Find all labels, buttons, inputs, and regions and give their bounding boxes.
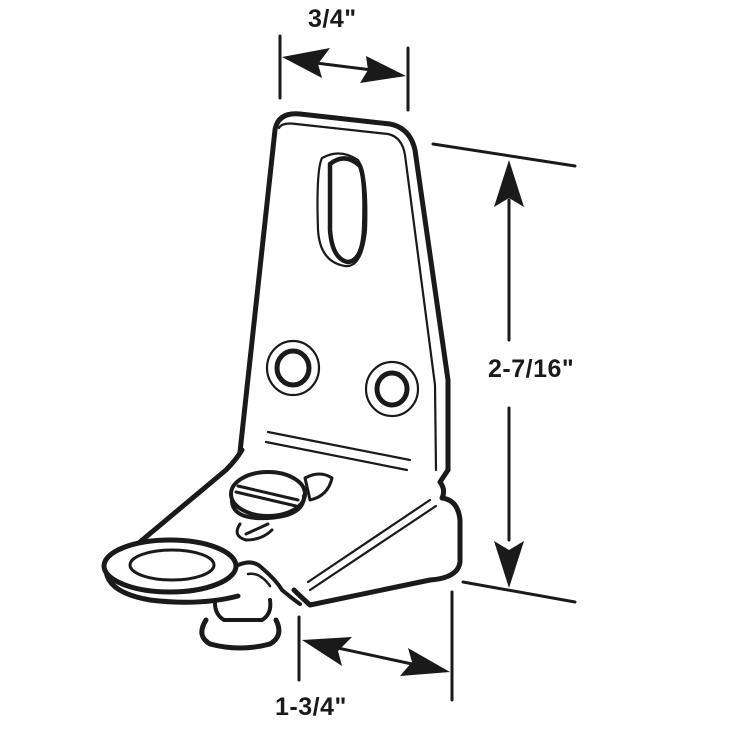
depth-dimension-label: 1-3/4": [275, 693, 347, 721]
width-dimension-label: 3/4": [308, 5, 357, 33]
oval-slot: [316, 152, 368, 268]
stud-post: [199, 598, 282, 651]
height-dimension-label: 2-7/16": [488, 355, 575, 383]
screw-hole-left: [265, 339, 321, 397]
height-dimension: [431, 142, 577, 604]
depth-dimension: [297, 590, 454, 702]
width-dimension: [278, 34, 410, 112]
round-cap-foot: [101, 537, 302, 606]
base-plate: [125, 430, 463, 608]
screw-hole-right: [364, 360, 420, 418]
slotted-adjustment-screw: [229, 470, 334, 542]
vertical-plate: [237, 111, 451, 473]
